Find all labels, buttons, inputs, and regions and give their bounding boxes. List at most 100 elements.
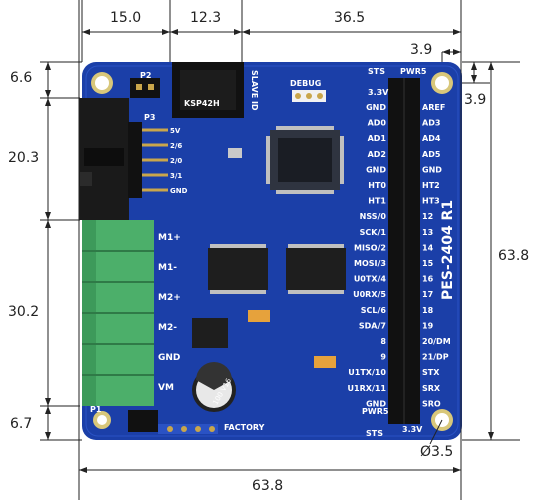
board-name: PES-2404 R1: [440, 200, 456, 300]
dim-top-left: 15.0: [110, 10, 141, 26]
header-right-pin-label-10: 15: [422, 259, 434, 268]
sts-top-label: STS: [368, 67, 385, 76]
p3-pin-label-3: 3/1: [170, 172, 182, 180]
header-left-pin-label-18: U1RX/11: [348, 384, 387, 393]
header-right-pin-label-4: GND: [422, 165, 442, 174]
dim-right-offset: 3.9: [410, 42, 432, 58]
p2-label: P2: [140, 71, 151, 80]
sts-bottom-label: STS: [366, 429, 383, 438]
header-left-pin-label-5: HT0: [368, 181, 386, 190]
dimension-lines: [40, 0, 520, 500]
factory-label: FACTORY: [224, 423, 265, 432]
dim-left-bottom: 6.7: [10, 416, 32, 432]
mcu-chip: [270, 130, 340, 190]
small-ic: [192, 318, 228, 348]
header-left-pin-label-19: GND: [366, 399, 386, 408]
header-right-pin-label-8: 13: [422, 228, 433, 237]
dim-top-mid: 12.3: [190, 10, 221, 26]
dimension-arrowheads: [45, 29, 494, 473]
header-left-pin-label-4: GND: [366, 165, 386, 174]
mcu-pins: [266, 126, 344, 194]
p1-label: P1: [90, 405, 102, 414]
factory-header: [128, 410, 218, 434]
dim-hole-diameter: Ø3.5: [420, 444, 453, 460]
v33-bottom-label: 3.3V: [402, 425, 423, 434]
header-left-pin-label-10: MOSI/3: [354, 259, 386, 268]
header-right-pin-label-17: STX: [422, 368, 440, 377]
debug-header: [292, 90, 326, 102]
header-left-pin-label-15: 8: [380, 337, 386, 346]
dim-left-mid: 20.3: [8, 150, 39, 166]
header-left-pin-labels: GNDAD0AD1AD2GNDHT0HT1NSS/0SCK/1MISO/2MOS…: [348, 103, 387, 408]
dip-switch-model: KSP42H: [184, 99, 220, 108]
header-right-pin-labels: AREFAD3AD4AD5GNDHT2HT3121314151617181920…: [422, 103, 451, 408]
p3-label: P3: [144, 113, 155, 122]
header-right-pin-label-0: AREF: [422, 103, 445, 112]
slave-id-label: SLAVE ID: [250, 70, 259, 111]
pwr5-bottom-label: PWR5: [362, 407, 389, 416]
driver-ic-1: [208, 244, 268, 294]
driver-ic-2: [286, 244, 346, 294]
header-left-pin-label-17: U1TX/10: [348, 368, 386, 377]
motor-label-4: GND: [158, 353, 180, 363]
header-right-pin-label-18: SRX: [422, 384, 441, 393]
header-left-pin-label-7: NSS/0: [360, 212, 387, 221]
motor-label-2: M2+: [158, 293, 181, 303]
p3-pin-label-4: GND: [170, 187, 188, 195]
p3-pin-label-0: 5V: [170, 127, 181, 135]
header-left-pin-label-12: U0RX/5: [353, 290, 386, 299]
header-right-pin-label-15: 20/DM: [422, 337, 451, 346]
mounting-hole-bottom-left: [93, 411, 111, 429]
idc-header-latch: [80, 172, 92, 186]
header-right-pin-label-14: 19: [422, 321, 434, 330]
dim-bottom-width: 63.8: [252, 478, 283, 494]
p3-pin-label-1: 2/6: [170, 142, 182, 150]
header-left-pin-label-13: SCL/6: [361, 306, 387, 315]
hole-leader-line: [429, 419, 443, 445]
electrolytic-capacitor: [192, 362, 236, 412]
header-right-pin-label-6: HT3: [422, 197, 440, 206]
header-right-pin-label-19: SRO: [422, 399, 441, 408]
header-right-pin-label-2: AD4: [422, 134, 441, 143]
header-left-pin-label-3: AD2: [368, 150, 386, 159]
header-left-pin-label-1: AD0: [368, 119, 387, 128]
dim-left-lower: 30.2: [8, 304, 39, 320]
p3-header: [128, 122, 168, 198]
idc-header-key: [84, 148, 124, 166]
dim-left-top: 6.6: [10, 70, 32, 86]
pwr5-top-label: PWR5: [400, 67, 427, 76]
terminal-block: [82, 220, 154, 406]
header-left-pin-label-16: 9: [380, 353, 386, 362]
v33-top-label: 3.3V: [368, 88, 389, 97]
tantalum-cap-2: [314, 356, 336, 368]
dim-top-right: 36.5: [334, 10, 365, 26]
header-left-pin-label-2: AD1: [368, 134, 387, 143]
motor-label-3: M2-: [158, 323, 177, 333]
mounting-hole-top-right: [431, 72, 453, 94]
p3-pin-label-2: 2/0: [170, 157, 182, 165]
pcb-board: [82, 62, 462, 440]
header-left-pin-label-6: HT1: [368, 197, 386, 206]
header-left-pin-label-0: GND: [366, 103, 386, 112]
header-right-pin-label-11: 16: [422, 275, 434, 284]
header-right-pin-label-9: 14: [422, 243, 434, 252]
tantalum-cap-1: [248, 310, 270, 322]
header-right-pin-label-16: 21/DP: [422, 353, 449, 362]
header-left-pin-label-11: U0TX/4: [354, 275, 387, 284]
dim-right-small: 3.9: [464, 92, 486, 108]
header-left-pin-label-14: SDA/7: [359, 321, 386, 330]
header-right-pin-label-7: 12: [422, 212, 433, 221]
mounting-hole-top-left: [91, 72, 113, 94]
crystal: [228, 148, 242, 158]
header-right-pin-label-1: AD3: [422, 119, 440, 128]
header-right-pin-label-5: HT2: [422, 181, 440, 190]
header-left-pin-label-9: MISO/2: [354, 243, 386, 252]
p2-header: [130, 78, 160, 98]
dim-right-height: 63.8: [498, 248, 529, 264]
motor-label-1: M1-: [158, 263, 177, 273]
motor-label-0: M1+: [158, 233, 181, 243]
header-right-pin-label-13: 18: [422, 306, 434, 315]
